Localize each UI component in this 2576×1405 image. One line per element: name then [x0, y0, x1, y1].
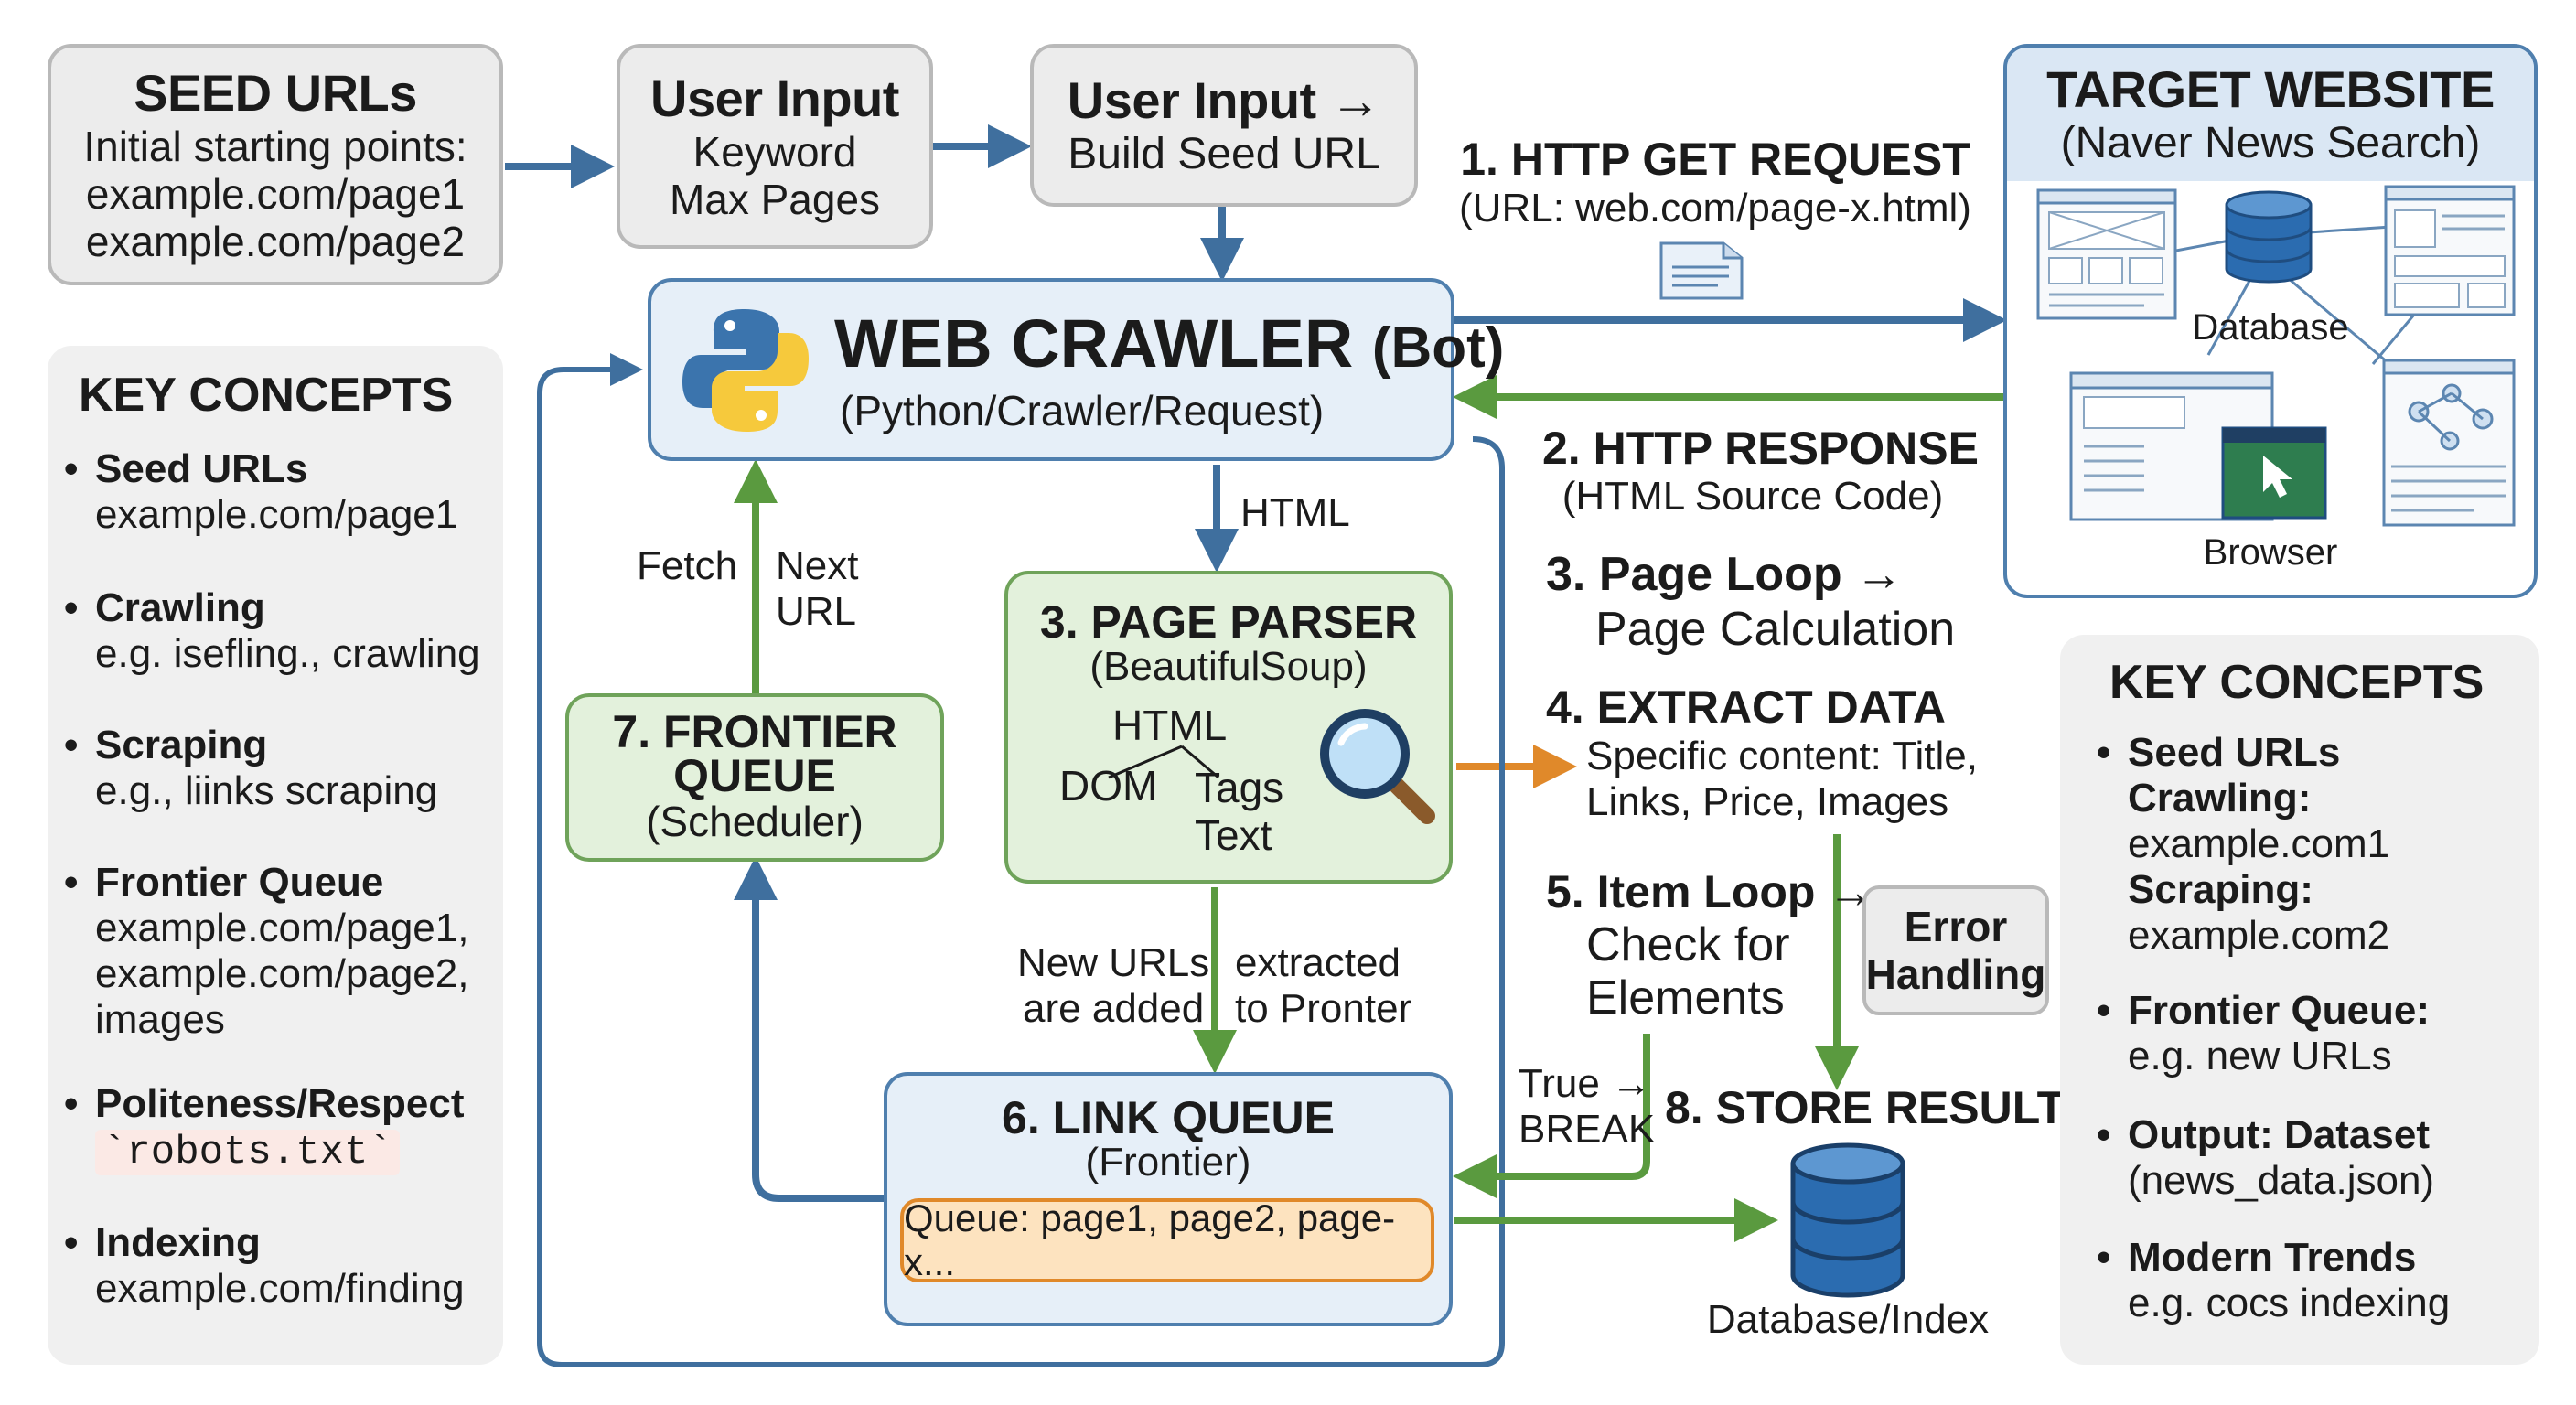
page-parser-box: 3. PAGE PARSER (BeautifulSoup) HTML DOM …	[1004, 571, 1453, 884]
new-urls-label: New URLs are added	[1017, 940, 1210, 1031]
link-queue-box: 6. LINK QUEUE (Frontier) Queue: page1, p…	[884, 1072, 1453, 1326]
seed-title: SEED URLs	[134, 64, 417, 122]
frontier-title-2: QUEUE	[673, 750, 836, 801]
key-concepts-right: KEY CONCEPTS • Seed URLs Crawling: examp…	[2060, 635, 2539, 1365]
store-results-label: 8. STORE RESULTS	[1665, 1082, 2096, 1133]
left-concept-scraping: • Scraping e.g., liinks scraping	[64, 723, 438, 813]
left-concept-politeness: • Politeness/Respect `robots.txt`	[64, 1081, 465, 1175]
build-seed-url-box: User Input → Build Seed URL	[1030, 44, 1418, 207]
frontier-sub: (Scheduler)	[646, 798, 864, 845]
document-icon	[1659, 241, 1744, 300]
browser-icon	[2221, 426, 2327, 520]
error-handling-box: Error Handling	[1862, 885, 2049, 1015]
crawler-title-suffix: (Bot)	[1371, 316, 1505, 380]
target-title: TARGET WEBSITE	[2046, 60, 2495, 118]
parser-dom: DOM	[1059, 762, 1158, 810]
frontier-queue-box: 7. FRONTIER QUEUE (Scheduler)	[565, 693, 944, 862]
item-loop-label: 5. Item Loop → Check for Elements	[1546, 866, 1874, 1024]
build-title: User Input →	[1067, 71, 1381, 129]
seed-urls-box: SEED URLs Initial starting points: examp…	[48, 44, 503, 285]
user-input-title: User Input	[650, 70, 899, 127]
web-page-icon	[2382, 359, 2516, 527]
left-concept-frontier: • Frontier Queue example.com/page1, exam…	[64, 860, 469, 1042]
parser-tags: Tags	[1195, 764, 1284, 811]
link-queue-title: 6. LINK QUEUE	[1002, 1092, 1335, 1143]
web-crawler-box: WEB CRAWLER (Bot) (Python/Crawler/Reques…	[648, 278, 1504, 461]
python-logo-icon	[682, 309, 809, 432]
right-concept-trends: • Modern Trends e.g. cocs indexing	[2097, 1235, 2451, 1325]
parser-title: 3. PAGE PARSER	[1039, 596, 1418, 648]
html-label: HTML	[1240, 490, 1350, 535]
seed-line2: example.com/page1	[85, 170, 466, 218]
target-header: TARGET WEBSITE (Naver News Search)	[2007, 48, 2534, 181]
user-input-keyword: Keyword	[692, 128, 857, 176]
web-page-icon	[2036, 188, 2177, 320]
link-queue-sub: (Frontier)	[1085, 1140, 1251, 1185]
parser-text: Text	[1195, 811, 1272, 859]
crawler-title: WEB CRAWLER	[834, 306, 1354, 381]
arrow-item-loop-break	[1453, 1034, 1650, 1198]
right-concepts-title: KEY CONCEPTS	[2109, 656, 2485, 709]
next-url-label: Next URL	[776, 543, 859, 634]
database-icon	[2225, 190, 2313, 284]
website-illustration	[2036, 185, 2516, 527]
parser-html: HTML	[1112, 702, 1228, 749]
web-page-icon	[2384, 185, 2516, 316]
target-browser-label: Browser	[2203, 532, 2338, 573]
magnifier-icon	[1320, 709, 1435, 824]
http-get-sub: (URL: web.com/page-x.html)	[1459, 186, 1971, 231]
database-index-icon	[1790, 1142, 1905, 1298]
outer-loop	[537, 353, 1505, 1367]
left-concepts-title: KEY CONCEPTS	[79, 369, 454, 422]
target-sub: (Naver News Search)	[2060, 119, 2481, 167]
http-get-title: 1. HTTP GET REQUEST	[1460, 134, 1970, 185]
extracted-label: extracted to Pronter	[1235, 940, 1412, 1031]
user-input-box: User Input Keyword Max Pages	[617, 44, 933, 249]
robots-txt-code: `robots.txt`	[95, 1130, 400, 1175]
page-loop-label: 3. Page Loop → Page Calculation	[1546, 548, 1956, 656]
user-input-max-pages: Max Pages	[669, 176, 881, 223]
seed-line3: example.com/page2	[85, 218, 466, 265]
left-concept-seed: • Seed URLs example.com/page1	[64, 446, 458, 537]
build-line: Build Seed URL	[1068, 130, 1380, 178]
target-website-box: TARGET WEBSITE (Naver News Search)	[2003, 44, 2538, 598]
right-concept-frontier: • Frontier Queue: e.g. new URLs	[2097, 988, 2431, 1078]
parser-sub: (BeautifulSoup)	[1089, 644, 1368, 689]
queue-contents: Queue: page1, page2, page-x...	[900, 1196, 1434, 1283]
true-break-label: True → BREAK	[1519, 1061, 1656, 1152]
target-database-label: Database	[2192, 307, 2349, 348]
database-index-label: Database/Index	[1706, 1297, 1990, 1342]
crawler-sub: (Python/Crawler/Request)	[840, 387, 1325, 434]
left-concept-crawling: • Crawling e.g. isefling., crawling	[64, 585, 480, 676]
arrow-linkqueue-to-frontier	[734, 856, 884, 1202]
fetch-label: Fetch	[637, 543, 738, 588]
seed-line1: Initial starting points:	[83, 123, 467, 170]
left-concept-indexing: • Indexing example.com/finding	[64, 1220, 465, 1311]
key-concepts-left: KEY CONCEPTS • Seed URLs example.com/pag…	[48, 346, 503, 1365]
extract-data-label: 4. EXTRACT DATA Specific content: Title,…	[1546, 681, 1978, 824]
http-response-label: 2. HTTP RESPONSE (HTML Source Code)	[1542, 423, 1979, 519]
http-get-label: 1. HTTP GET REQUEST (URL: web.com/page-x…	[1454, 134, 1976, 232]
crawler-title-row: WEB CRAWLER (Bot)	[834, 306, 1504, 387]
right-concept-output: • Output: Dataset (news_data.json)	[2097, 1112, 2435, 1203]
parser-tree-lines	[1108, 745, 1219, 779]
frontier-title-1: 7. FRONTIER	[612, 706, 897, 757]
right-concept-group1: • Seed URLs Crawling: example.com1 Scrap…	[2097, 730, 2390, 958]
